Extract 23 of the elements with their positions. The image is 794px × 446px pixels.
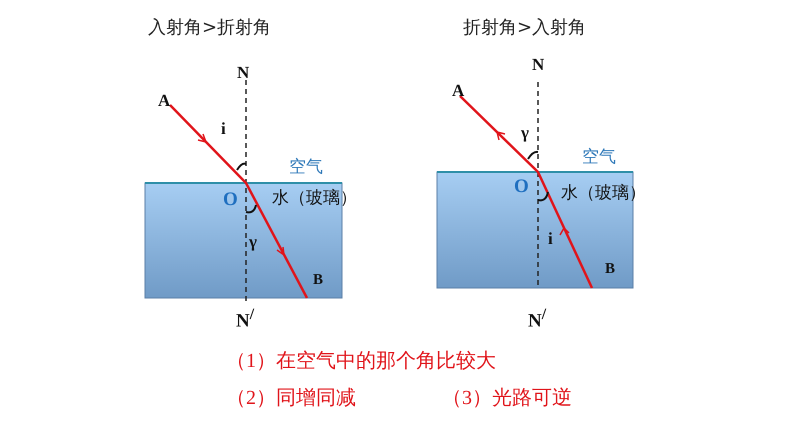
angle-label: γ — [521, 124, 529, 143]
point-label: O — [223, 190, 238, 211]
angle-label: γ — [249, 233, 257, 252]
medium-label: 空气 — [582, 148, 616, 167]
normal-label: N$^{/}$ — [236, 306, 254, 332]
note-text: （1）在空气中的那个角比较大 — [226, 350, 496, 372]
angle-label: i — [548, 230, 553, 249]
panel-title: 折射角>入射角 — [463, 18, 586, 38]
panel-title: 入射角>折射角 — [148, 18, 272, 38]
note-text: （2）同增同减 — [226, 387, 356, 409]
normal-label: N — [237, 64, 250, 83]
point-label: A — [452, 82, 464, 101]
normal-label: N — [532, 56, 544, 75]
normal-label: N$^{/}$ — [528, 306, 546, 332]
note-text: （3）光路可逆 — [442, 387, 572, 409]
medium-label: 水（玻璃） — [561, 184, 646, 203]
medium-label: 水（玻璃） — [272, 189, 357, 208]
point-label: O — [514, 177, 529, 198]
medium-label: 空气 — [289, 158, 323, 177]
point-label: A — [158, 92, 170, 111]
point-label: B — [605, 261, 616, 278]
angle-label: i — [221, 120, 226, 139]
point-label: B — [313, 272, 324, 288]
